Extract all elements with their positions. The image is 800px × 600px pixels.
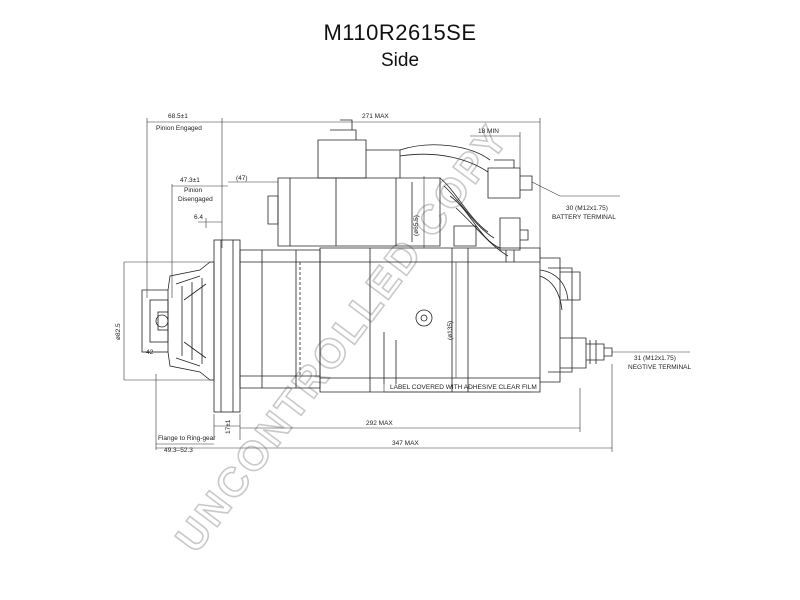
dim-pinion-disengaged-label-2: Disengaged [178,196,213,203]
dim-value-42: 42 [146,349,154,356]
drawing-title: M110R2615SE [323,20,477,45]
dim-pinion-disengaged-label-1: Pinion [184,187,202,194]
dim-pinion-engaged-value: 68.5±1 [168,113,188,120]
dim-pinion-disengaged-value: 47.3±1 [180,177,200,184]
dim-pinion-engaged-label: Pinion Engaged [156,125,202,132]
dim-overall-top: 271 MAX [362,113,389,120]
dim-label-note: LABEL COVERED WITH ADHESIVE CLEAR FILM [390,384,537,391]
dim-battery-terminal-label: BATTERY TERMINAL [552,214,616,221]
dim-value-47: (47) [236,175,248,182]
dim-value-6-4: 6.4 [194,214,203,221]
view-subtitle: Side [380,50,420,71]
dimension-lines [123,118,690,452]
dim-flange-value: 49.3–52.3 [164,447,193,454]
dim-flange-gap: 17±1 [225,419,232,434]
dim-negative-terminal-size: 31 (M12x1.75) [634,355,676,362]
dim-dia-65: (ø65.5) [413,215,420,236]
dim-pilot-diameter: ø82.5 [115,323,122,340]
watermark: UNCONTROLLED COPY [166,115,517,560]
dim-dia-135: (ø135) [447,321,454,340]
dim-value-347: 347 MAX [392,440,419,447]
dim-battery-terminal-size: 30 (M12x1.75) [566,205,608,212]
dim-negative-terminal-label: NEGTIVE TERMINAL [628,364,691,371]
dim-min-value: 18 MIN [478,128,499,135]
dim-flange-label: Flange to Ring-gear [158,435,216,442]
dim-value-292: 292 MAX [366,420,393,427]
